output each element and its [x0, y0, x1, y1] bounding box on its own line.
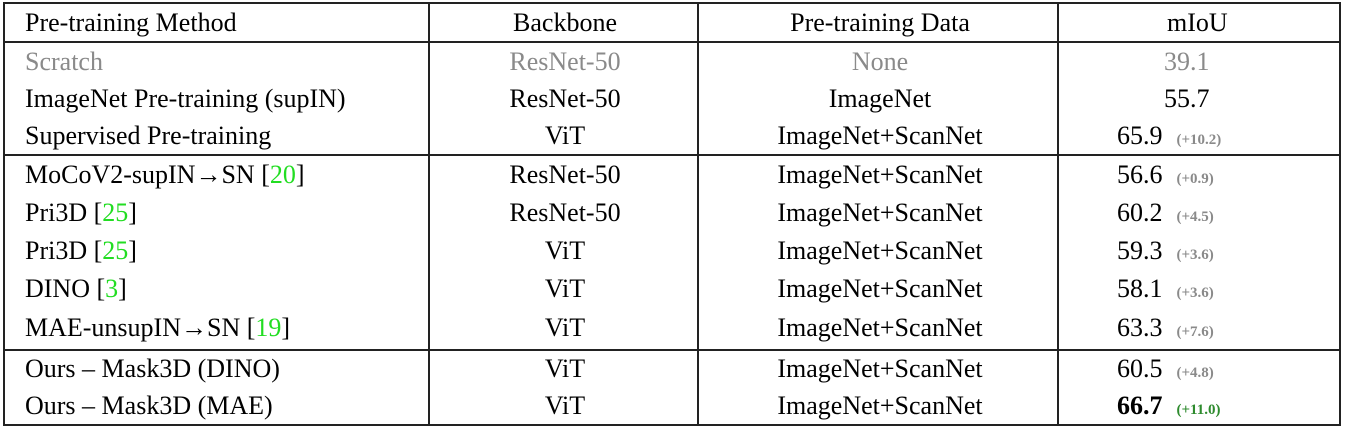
header-backbone: Backbone: [513, 8, 617, 37]
method-label: Pri3D: [25, 198, 94, 227]
citation-link[interactable]: 25: [102, 198, 129, 227]
results-table: Pre-training Method Backbone Pre-trainin…: [3, 2, 1341, 426]
data-cell: ImageNet+ScanNet: [777, 121, 983, 150]
data-cell: ImageNet+ScanNet: [777, 236, 983, 265]
data-cell: ImageNet+ScanNet: [777, 160, 983, 189]
citation-link[interactable]: 20: [269, 160, 296, 189]
backbone-cell: ViT: [544, 391, 586, 420]
method-cell: Pri3D [25]: [25, 236, 137, 265]
backbone-cell: ResNet-50: [509, 160, 621, 189]
method-label: Pri3D: [25, 236, 94, 265]
miou-cell: 66.7 (+11.0): [1117, 387, 1220, 424]
method-cell: MoCoV2-supIN→SN [20]: [25, 160, 305, 189]
miou-value: 63.3: [1117, 313, 1163, 342]
backbone-cell: ViT: [544, 236, 586, 265]
header-method: Pre-training Method: [25, 8, 237, 37]
column-divider: [1057, 4, 1059, 424]
miou-delta: (+3.6): [1176, 285, 1214, 301]
method-label: DINO: [25, 274, 97, 303]
backbone-cell: ViT: [544, 354, 586, 383]
backbone-cell: ResNet-50: [509, 84, 621, 113]
method-cell: Scratch: [25, 47, 103, 76]
method-cell: DINO [3]: [25, 274, 127, 303]
group-divider: [5, 349, 1339, 351]
miou-value: 65.9: [1117, 121, 1163, 150]
miou-cell: 55.7: [1164, 80, 1210, 117]
miou-value: 59.3: [1117, 236, 1163, 265]
miou-delta: (+4.5): [1176, 209, 1214, 225]
method-cell: Supervised Pre-training: [25, 121, 272, 150]
header-miou: mIoU: [1167, 8, 1228, 37]
data-cell: ImageNet: [828, 84, 932, 113]
miou-delta: (+0.9): [1176, 171, 1214, 187]
miou-delta: (+3.6): [1176, 247, 1214, 263]
group-divider: [5, 154, 1339, 156]
miou-value: 39.1: [1164, 47, 1210, 76]
method-cell: Ours – Mask3D (DINO): [25, 354, 280, 383]
column-divider: [697, 4, 699, 424]
method-label: MoCoV2-supIN→SN: [25, 160, 262, 189]
backbone-cell: ResNet-50: [509, 47, 621, 76]
miou-value: 56.6: [1117, 160, 1163, 189]
backbone-cell: ViT: [544, 274, 586, 303]
miou-cell: 63.3 (+7.6): [1117, 309, 1214, 346]
data-cell: ImageNet+ScanNet: [777, 274, 983, 303]
miou-value: 58.1: [1117, 274, 1163, 303]
miou-delta: (+7.6): [1176, 324, 1214, 340]
miou-cell: 60.5 (+4.8): [1117, 350, 1214, 387]
data-cell: ImageNet+ScanNet: [777, 313, 983, 342]
citation-link[interactable]: 19: [255, 313, 282, 342]
miou-delta: (+10.2): [1176, 132, 1222, 148]
data-cell: None: [851, 47, 909, 76]
column-divider: [428, 4, 430, 424]
miou-cell: 60.2 (+4.5): [1117, 194, 1214, 231]
data-cell: ImageNet+ScanNet: [777, 354, 983, 383]
miou-value: 55.7: [1164, 84, 1210, 113]
method-cell: MAE-unsupIN→SN [19]: [25, 313, 291, 342]
miou-cell: 58.1 (+3.6): [1117, 270, 1214, 307]
header-data: Pre-training Data: [790, 8, 970, 37]
miou-delta: (+4.8): [1176, 365, 1214, 381]
citation-link[interactable]: 25: [102, 236, 129, 265]
miou-cell: 59.3 (+3.6): [1117, 232, 1214, 269]
miou-value: 60.2: [1117, 198, 1163, 227]
method-cell: Pri3D [25]: [25, 198, 137, 227]
miou-value-best: 66.7: [1117, 391, 1163, 420]
method-cell: Ours – Mask3D (MAE): [25, 391, 273, 420]
data-cell: ImageNet+ScanNet: [777, 198, 983, 227]
method-cell: ImageNet Pre-training (supIN): [25, 84, 346, 113]
data-cell: ImageNet+ScanNet: [777, 391, 983, 420]
citation-link[interactable]: 3: [105, 274, 119, 303]
method-label: MAE-unsupIN→SN: [25, 313, 247, 342]
miou-value: 60.5: [1117, 354, 1163, 383]
miou-cell: 39.1: [1164, 43, 1210, 80]
miou-cell: 65.9 (+10.2): [1117, 117, 1221, 154]
miou-cell: 56.6 (+0.9): [1117, 156, 1214, 193]
header-divider: [5, 41, 1339, 43]
backbone-cell: ViT: [544, 121, 586, 150]
backbone-cell: ViT: [544, 313, 586, 342]
miou-delta-best: (+11.0): [1176, 402, 1221, 418]
backbone-cell: ResNet-50: [509, 198, 621, 227]
